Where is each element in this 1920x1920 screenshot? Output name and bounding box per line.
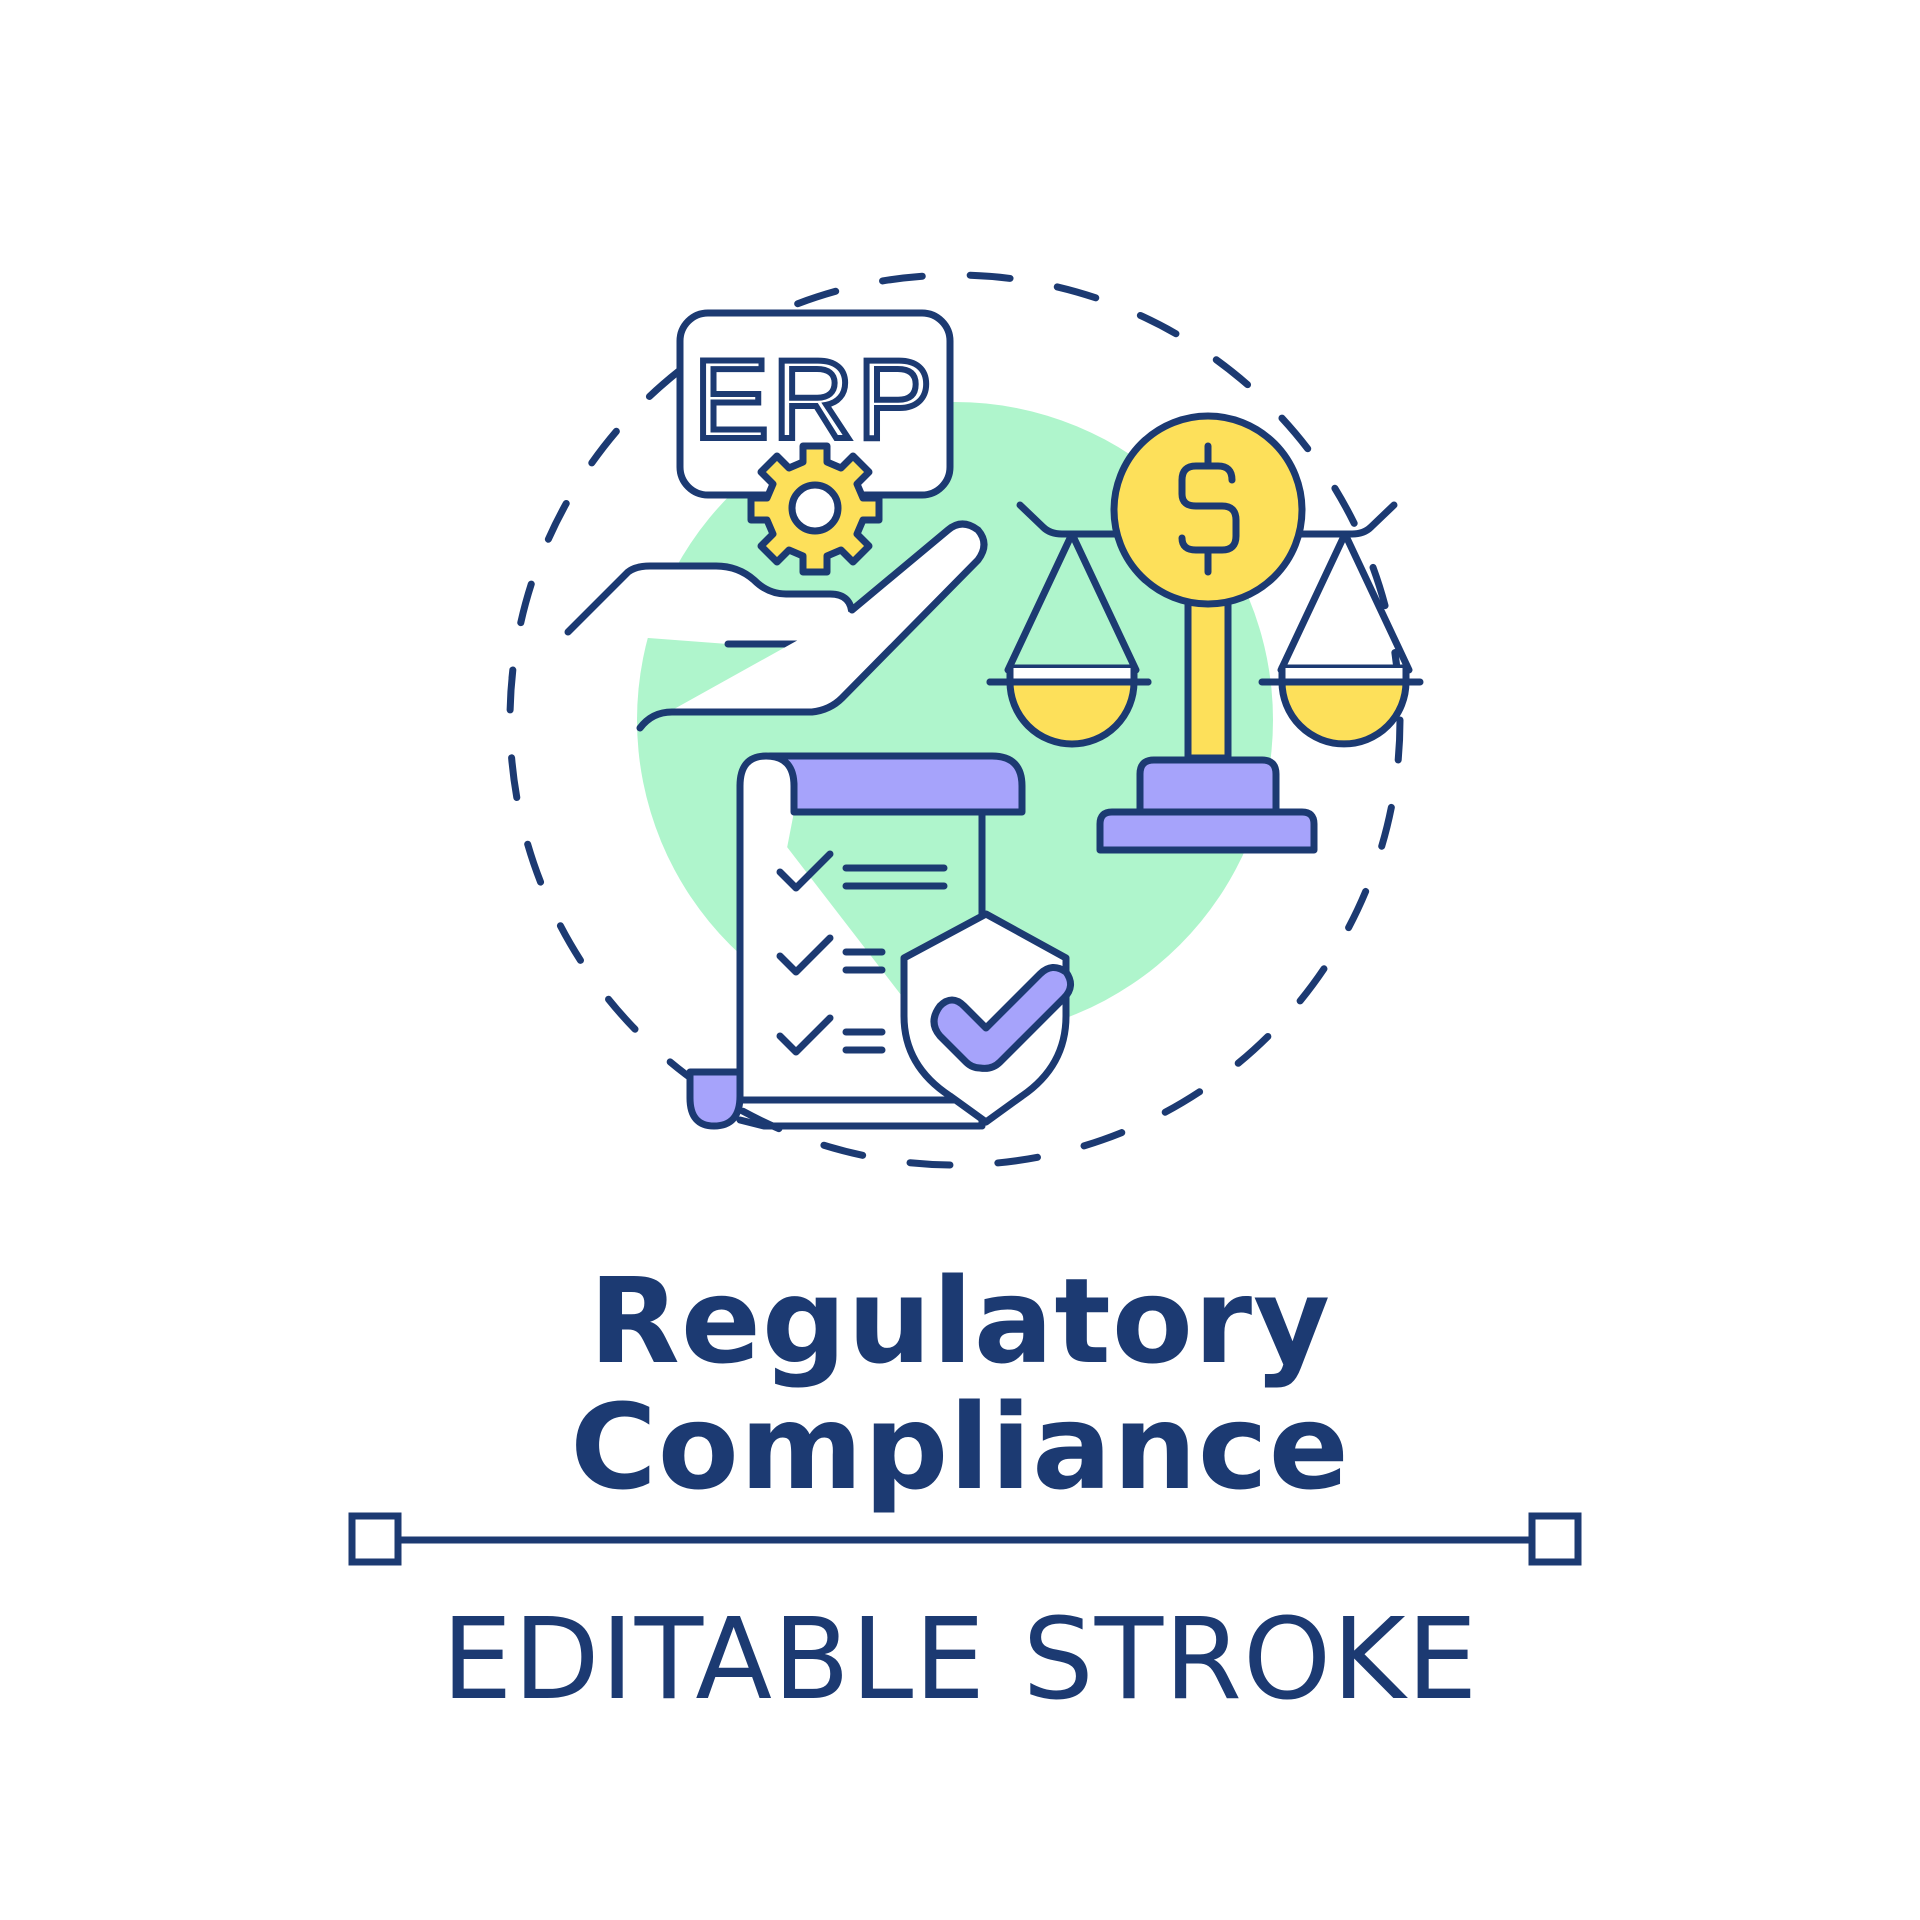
left-handle-icon (348, 1512, 402, 1566)
title-line-1: Regulatory (588, 1252, 1332, 1390)
shield-check-icon (900, 910, 1074, 1126)
dashed-ring (506, 271, 1404, 1169)
title-line-2: Compliance (570, 1378, 1350, 1516)
scales-icon (986, 501, 1424, 854)
gear-icon (747, 442, 883, 576)
subtitle-editable-stroke: EDITABLE STROKE (441, 1595, 1479, 1725)
right-handle-icon (1528, 1512, 1582, 1566)
coin-icon (1110, 412, 1306, 608)
hand-icon (564, 520, 988, 732)
erp-badge-icon: ERP (676, 309, 954, 499)
